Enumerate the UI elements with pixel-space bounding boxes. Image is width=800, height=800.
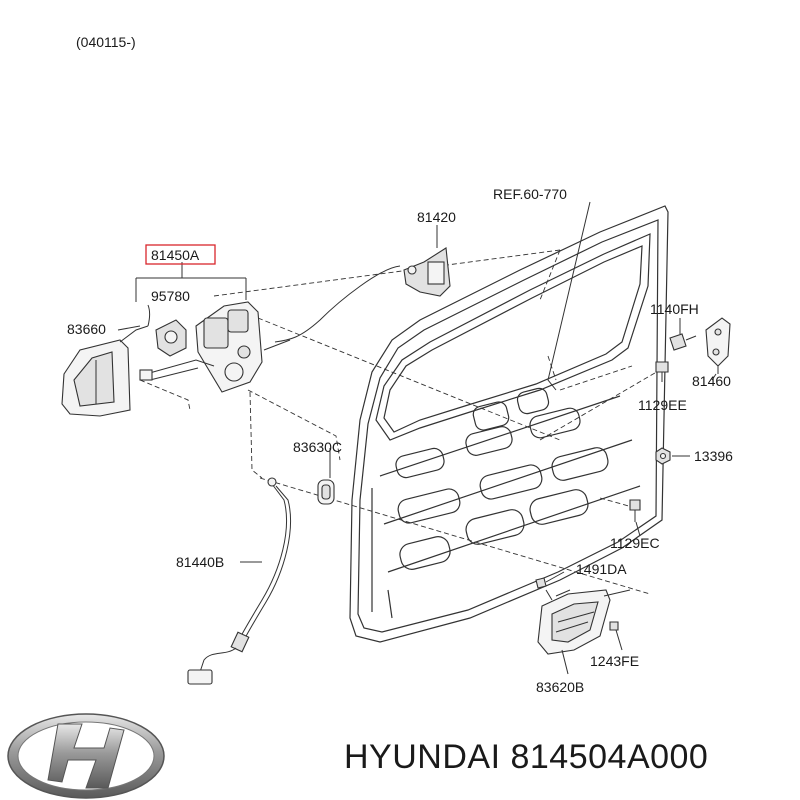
part-labels: REF.60-770 81420 81450A 95780 83660 1140… (67, 186, 733, 695)
part-81420-latch (274, 225, 451, 343)
ref-label: REF.60-770 (493, 186, 567, 202)
label-81450a: 81450A (151, 247, 200, 263)
sliding-door-panel (349, 205, 669, 643)
part-81450a-lock-assembly (139, 301, 291, 393)
brand-name: HYUNDAI (344, 738, 501, 776)
label-13396: 13396 (694, 448, 733, 464)
part-83620b-outside-handle (535, 571, 631, 675)
label-81420: 81420 (417, 209, 456, 225)
part-83660-inside-handle (61, 304, 150, 417)
brand-part-number: HYUNDAI 814504A000 (344, 738, 794, 788)
highlight-box (145, 244, 216, 265)
hyundai-logo (7, 713, 165, 799)
part-number: 814504A000 (510, 738, 709, 776)
label-95780: 95780 (151, 288, 190, 304)
label-83630c: 83630C (293, 439, 342, 455)
part-13396-nut (655, 447, 690, 465)
label-81440b: 81440B (176, 554, 224, 570)
label-1129ee: 1129EE (638, 397, 687, 413)
label-81460: 81460 (692, 373, 731, 389)
label-1140fh: 1140FH (650, 301, 699, 317)
callout-81450a-bracket (135, 262, 247, 411)
label-1129ec: 1129EC (610, 535, 660, 551)
part-1140fh-bolt (669, 318, 697, 351)
part-1129ec-bolt (629, 499, 641, 537)
leader-lines (117, 201, 717, 563)
label-83660: 83660 (67, 321, 106, 337)
label-83620b: 83620B (536, 679, 584, 695)
part-95780-actuator (155, 319, 187, 357)
label-1243fe: 1243FE (590, 653, 639, 669)
part-1129ee-bolt (655, 361, 669, 382)
date-code: (040115-) (76, 34, 136, 50)
label-1491da: 1491DA (576, 561, 627, 577)
part-81460-hinge (705, 317, 731, 374)
part-83630c-grommet (317, 448, 335, 505)
part-81440b-cable (187, 477, 291, 685)
